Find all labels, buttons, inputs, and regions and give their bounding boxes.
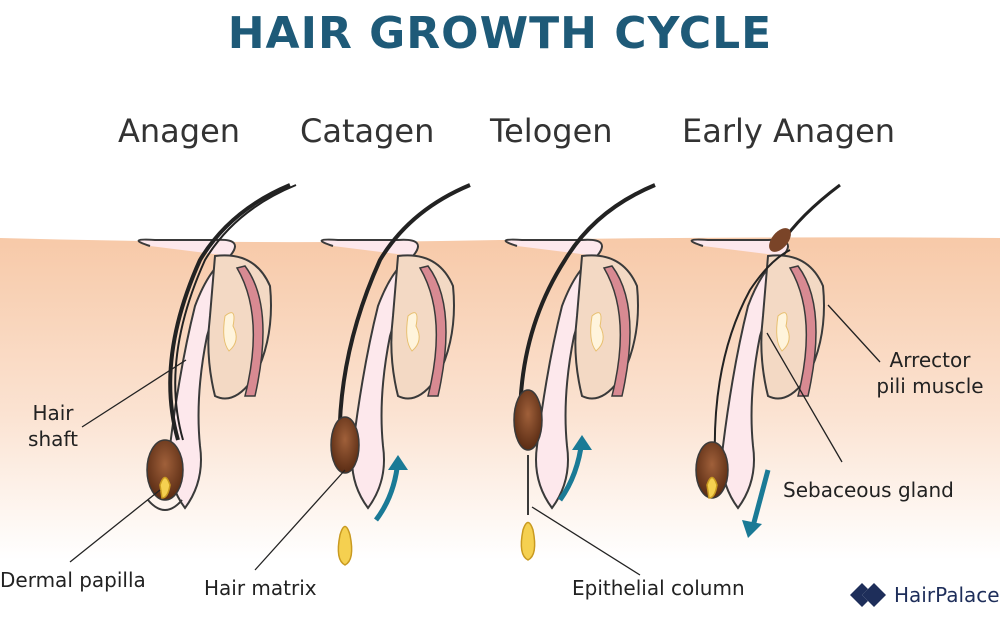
- sebaceous-gland-label: Sebaceous gland: [783, 478, 954, 502]
- early-anagen-follicle: [690, 183, 841, 538]
- stage-label-early-anagen: Early Anagen: [682, 112, 896, 150]
- hair-matrix-label: Hair matrix: [204, 576, 317, 600]
- brand-name: HairPalace: [894, 583, 1000, 607]
- stage-label-telogen: Telogen: [490, 112, 613, 150]
- page-title: HAIR GROWTH CYCLE: [227, 8, 773, 59]
- stage-label-anagen: Anagen: [118, 112, 241, 150]
- telogen-follicle: [504, 183, 656, 561]
- arrector-pili-label: Arrector pili muscle: [876, 348, 984, 398]
- catagen-follicle: [320, 183, 471, 566]
- stage-label-catagen: Catagen: [300, 112, 435, 150]
- anagen-follicle: [137, 183, 297, 511]
- hair-shaft-label: Hair shaft: [28, 401, 78, 451]
- leader-lines: [69, 304, 881, 576]
- brand-logo: HairPalace: [848, 580, 1000, 610]
- epithelial-column-label: Epithelial column: [572, 576, 745, 600]
- dermal-papilla-label: Dermal papilla: [0, 568, 146, 592]
- hairpalace-logo-icon: [850, 583, 886, 607]
